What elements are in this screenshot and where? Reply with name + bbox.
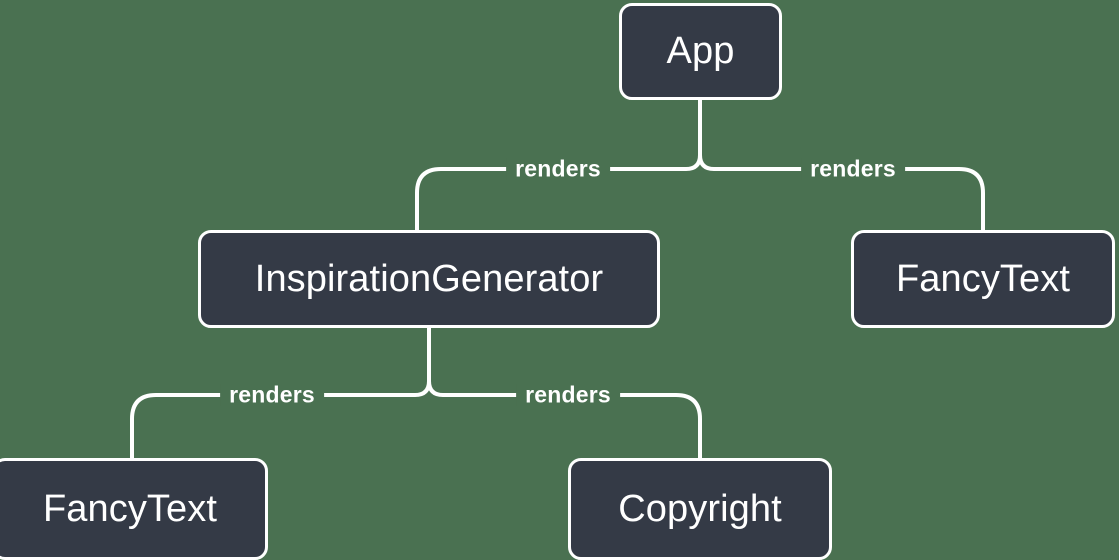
edge-label-inspiration-generator-to-fancytext-bottom: renders	[220, 383, 324, 407]
node-inspiration-generator-label: InspirationGenerator	[254, 257, 604, 300]
edge-label-app-to-fancytext-right: renders	[801, 157, 905, 181]
node-inspiration-generator[interactable]: InspirationGenerator	[198, 230, 660, 328]
node-copyright[interactable]: Copyright	[568, 458, 832, 560]
node-copyright-label: Copyright	[618, 487, 782, 530]
node-fancytext-right[interactable]: FancyText	[851, 230, 1115, 328]
node-fancytext-right-label: FancyText	[895, 257, 1071, 300]
edge-label-inspiration-generator-to-copyright: renders	[516, 383, 620, 407]
edge-label-app-to-inspiration-generator: renders	[506, 157, 610, 181]
node-fancytext-bottom[interactable]: FancyText	[0, 458, 268, 560]
node-app-label: App	[666, 30, 735, 72]
node-fancytext-bottom-label: FancyText	[42, 487, 218, 530]
node-app[interactable]: App	[619, 3, 782, 100]
